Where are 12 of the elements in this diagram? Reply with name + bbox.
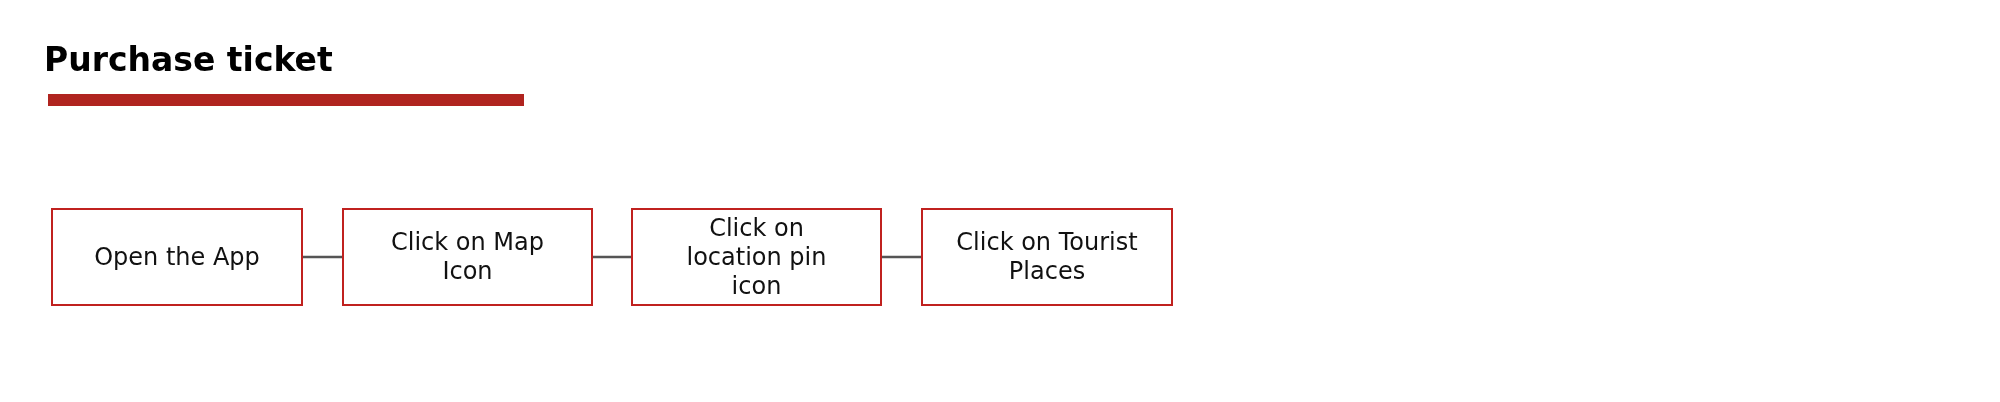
connector-line xyxy=(303,255,342,259)
step-label: Click on Tourist Places xyxy=(955,228,1139,286)
connector-line xyxy=(593,255,631,259)
step-label: Click on Map Icon xyxy=(390,228,545,286)
process-box xyxy=(631,208,882,306)
step-label: Open the App xyxy=(93,242,261,272)
process-box xyxy=(342,208,593,306)
connector-line xyxy=(882,255,921,259)
process-box xyxy=(51,208,303,306)
step-label: Click on location pin icon xyxy=(685,213,828,301)
process-box xyxy=(921,208,1173,306)
diagram-title: Purchase ticket xyxy=(44,40,333,80)
